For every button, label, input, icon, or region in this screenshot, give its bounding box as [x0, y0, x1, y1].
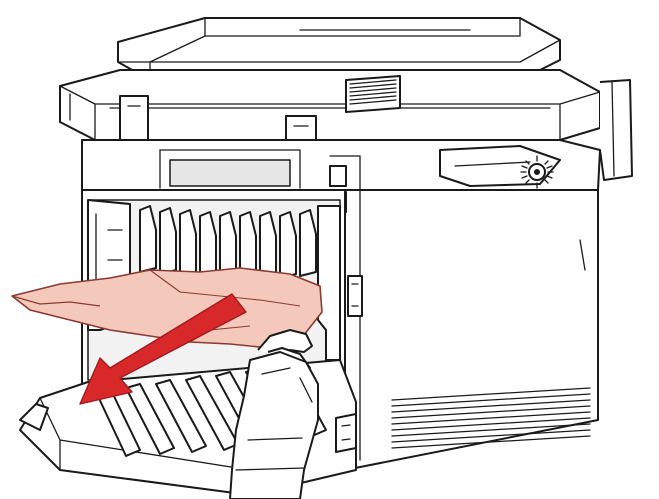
pull-direction-arrow-icon [79, 293, 247, 405]
vent-grille-icon [345, 75, 401, 113]
hot-surface-warning-icon [520, 155, 554, 189]
jammed-paper-sheet [11, 267, 323, 349]
adf-top-cover [117, 17, 561, 81]
scanner-side-handle [599, 79, 633, 181]
gloved-hand-icon [229, 329, 319, 499]
fuser-ribs [139, 205, 317, 279]
